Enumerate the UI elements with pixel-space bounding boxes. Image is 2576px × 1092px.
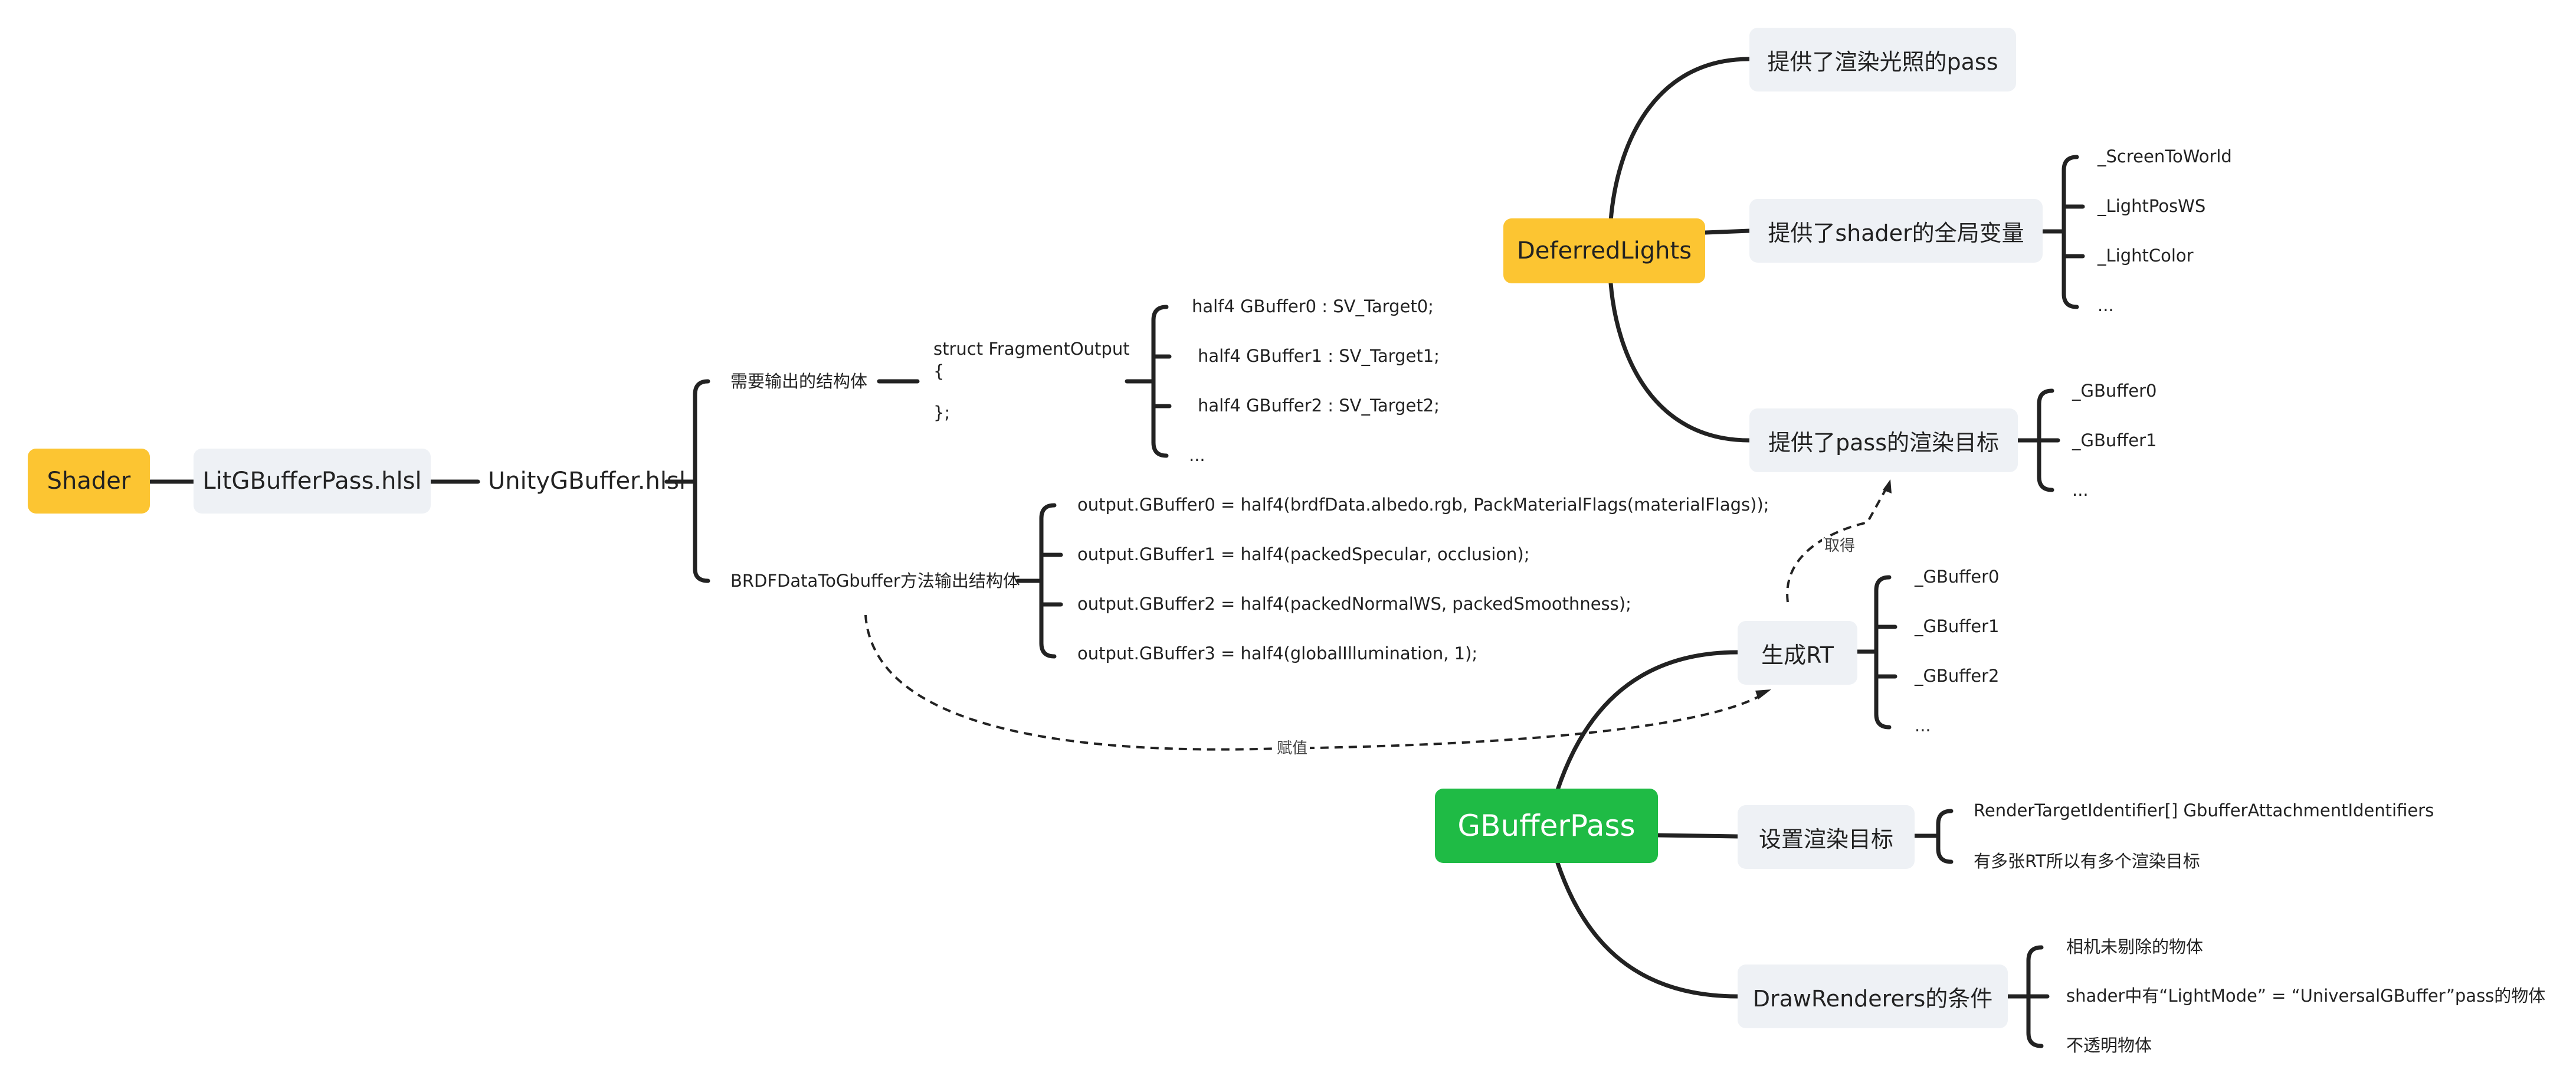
assign-edge-label: 赋值 bbox=[1274, 741, 1310, 756]
pass-target-0: _GBuffer0 bbox=[2072, 381, 2157, 401]
deferred-item-targets: 提供了pass的渲染目标 bbox=[1749, 408, 2018, 472]
gen-rt-item-0: _GBuffer0 bbox=[1915, 567, 2000, 587]
deferred-item-pass: 提供了渲染光照的pass bbox=[1749, 28, 2016, 91]
brdf-output-1: output.GBuffer1 = half4(packedSpecular, … bbox=[1077, 544, 1530, 564]
struct-field-2: half4 GBuffer2 : SV_Target2; bbox=[1198, 395, 1440, 416]
struct-field-3: ... bbox=[1189, 445, 1205, 465]
pass-target-1: _GBuffer1 bbox=[2072, 430, 2157, 450]
gen-rt-item-3: ... bbox=[1915, 715, 1931, 735]
brdf-output-2: output.GBuffer2 = half4(packedNormalWS, … bbox=[1077, 594, 1631, 614]
brdf-output-0: output.GBuffer0 = half4(brdfData.albedo.… bbox=[1077, 495, 1769, 515]
draw-condition-2: 不透明物体 bbox=[2066, 1035, 2152, 1055]
unitygbuffer-node: UnityGBuffer.hlsl bbox=[488, 467, 686, 495]
shader-node: Shader bbox=[28, 449, 150, 514]
set-target-item-0: RenderTargetIdentifier[] GbufferAttachme… bbox=[1974, 800, 2434, 820]
gen-rt-item-1: _GBuffer1 bbox=[1915, 616, 2000, 636]
pass-target-2: ... bbox=[2072, 480, 2089, 500]
struct-field-0: half4 GBuffer0 : SV_Target0; bbox=[1192, 296, 1434, 316]
set-target-item-1: 有多张RT所以有多个渲染目标 bbox=[1974, 851, 2200, 871]
set-target-node: 设置渲染目标 bbox=[1738, 805, 1915, 869]
struct-line-1: struct FragmentOutput bbox=[933, 339, 1130, 359]
draw-renderers-node: DrawRenderers的条件 bbox=[1738, 965, 2008, 1028]
gen-rt-item-2: _GBuffer2 bbox=[1915, 666, 2000, 686]
deferred-item-globals: 提供了shader的全局变量 bbox=[1749, 199, 2043, 263]
struct-branch-label: 需要输出的结构体 bbox=[730, 371, 868, 391]
brdf-output-3: output.GBuffer3 = half4(globalIlluminati… bbox=[1077, 643, 1478, 663]
struct-field-1: half4 GBuffer1 : SV_Target1; bbox=[1198, 346, 1440, 366]
draw-condition-0: 相机未剔除的物体 bbox=[2066, 937, 2204, 957]
draw-condition-1: shader中有“LightMode” = “UniversalGBuffer”… bbox=[2066, 986, 2546, 1006]
brdf-branch-label: BRDFDataToGbuffer方法输出结构体 bbox=[730, 571, 1020, 591]
struct-line-3: }; bbox=[933, 403, 951, 423]
global-var-3: ... bbox=[2097, 295, 2114, 315]
struct-line-2: { bbox=[933, 361, 945, 381]
global-var-1: _LightPosWS bbox=[2097, 196, 2206, 216]
gen-rt-node: 生成RT bbox=[1738, 621, 1857, 685]
global-var-2: _LightColor bbox=[2097, 246, 2194, 266]
litgbuffer-node: LitGBufferPass.hlsl bbox=[194, 449, 431, 514]
deferred-lights-node: DeferredLights bbox=[1503, 218, 1705, 283]
global-var-0: _ScreenToWorld bbox=[2097, 146, 2232, 166]
gbufferpass-node: GBufferPass bbox=[1435, 789, 1658, 863]
obtain-edge-label: 取得 bbox=[1822, 538, 1858, 554]
